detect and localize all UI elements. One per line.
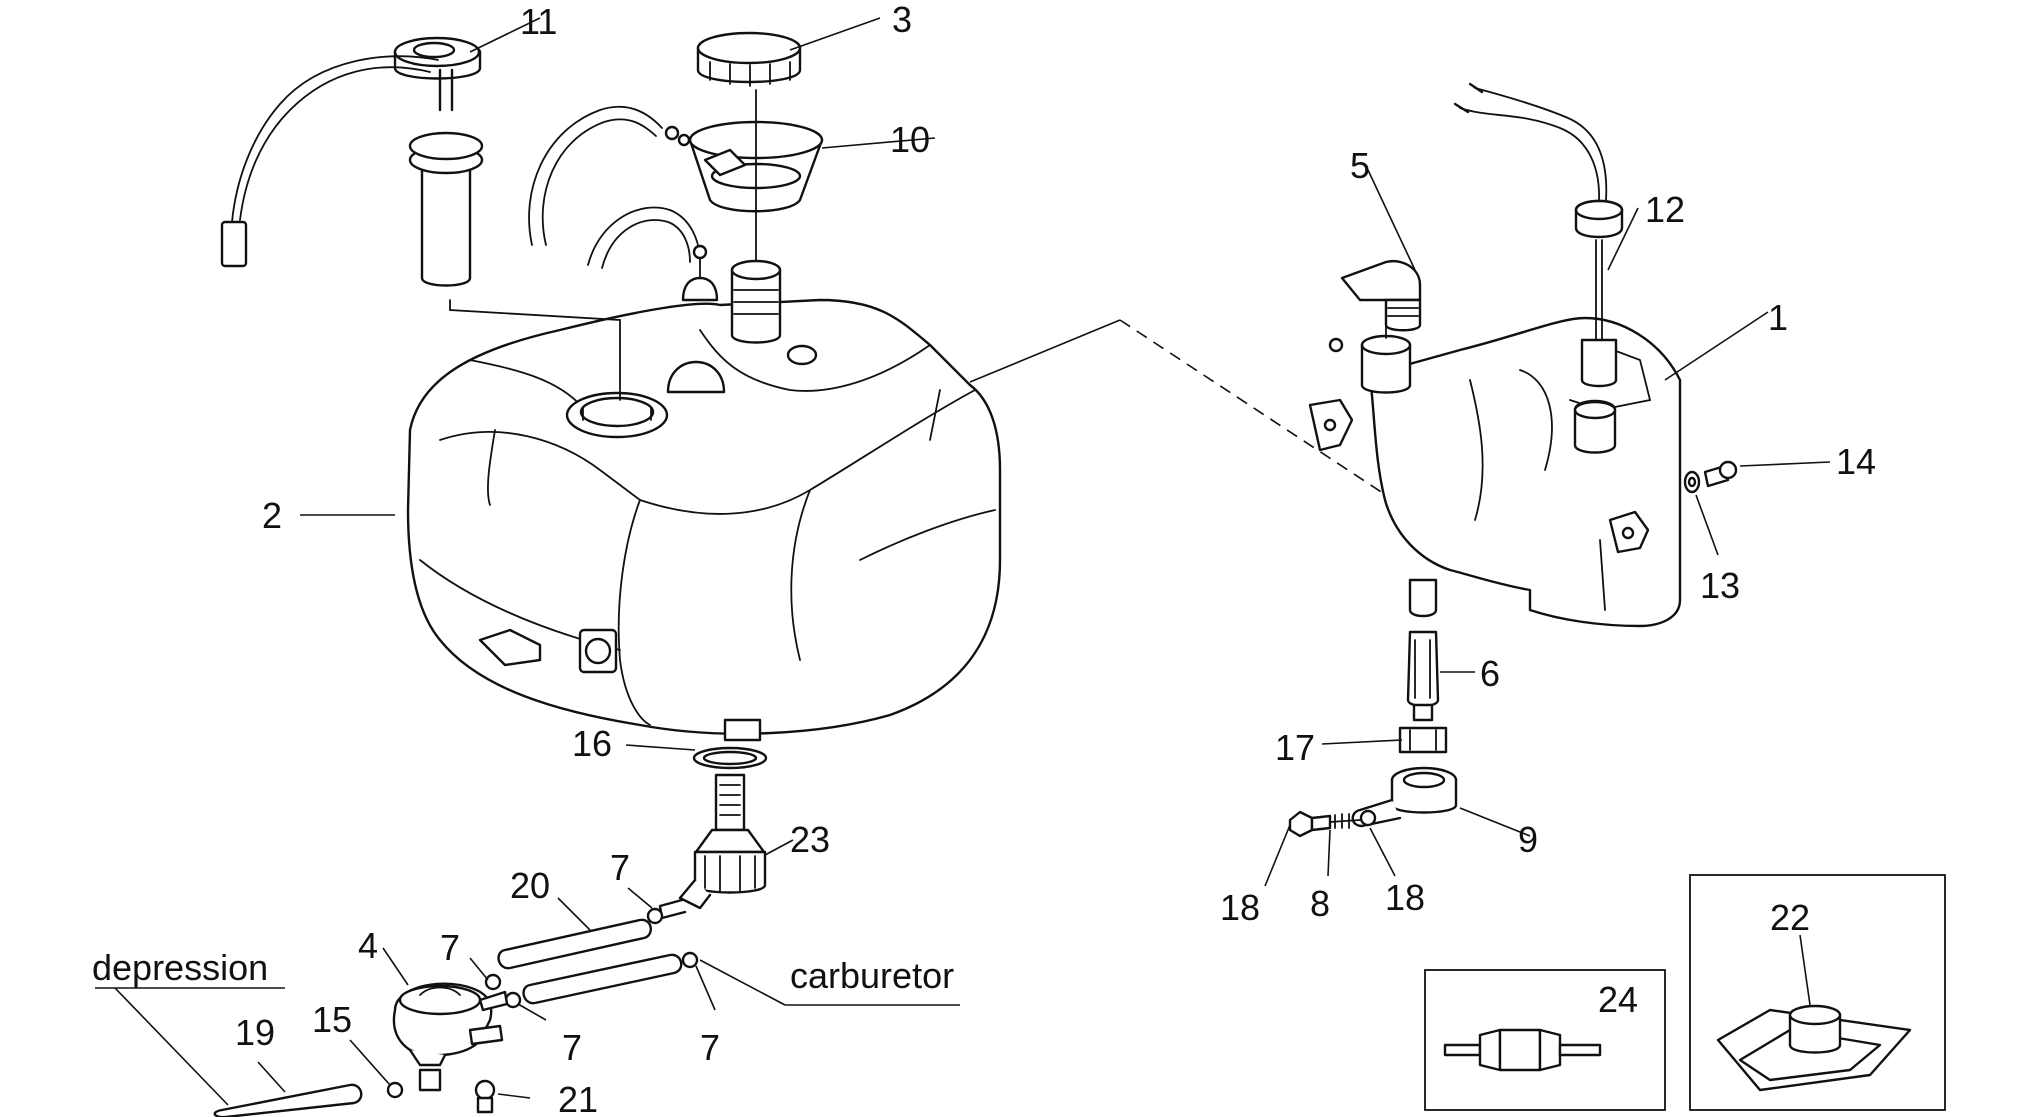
oil-level-sensor <box>1453 82 1624 388</box>
screw-and-washer <box>1683 460 1738 494</box>
fuel-gauge-sender <box>220 36 621 401</box>
filler-ring <box>688 89 824 261</box>
fuel-valve <box>658 773 767 920</box>
callout-20: 20 <box>510 865 550 906</box>
callout-5: 5 <box>1350 145 1370 186</box>
callout-24: 24 <box>1598 979 1638 1020</box>
callout-2: 2 <box>262 495 282 536</box>
callout-7-right: 7 <box>700 1027 720 1068</box>
oil-tank-cap <box>1328 259 1422 353</box>
callout-7-top: 7 <box>610 847 630 888</box>
callout-17: 17 <box>1275 727 1315 768</box>
callout-10: 10 <box>890 119 930 160</box>
oil-filter <box>1406 630 1440 722</box>
spring-clip-box <box>1689 874 1946 1111</box>
depression-hose <box>213 1083 363 1117</box>
vent-hoses <box>528 105 708 269</box>
callout-6: 6 <box>1480 653 1500 694</box>
callout-1: 1 <box>1768 297 1788 338</box>
callout-14: 14 <box>1836 441 1876 482</box>
callout-13: 13 <box>1700 565 1740 606</box>
callout-labels: 11 3 10 5 12 1 14 13 2 6 17 16 9 23 7 20… <box>235 0 1876 1117</box>
vacuum-fuel-pump <box>392 982 509 1092</box>
callout-22: 22 <box>1770 897 1810 938</box>
callout-12: 12 <box>1645 189 1685 230</box>
hose-clamp-17 <box>1398 726 1448 754</box>
callout-11: 11 <box>520 1 557 42</box>
callout-18-left: 18 <box>1220 887 1260 928</box>
leader-lines <box>95 17 1831 1106</box>
callout-9: 9 <box>1518 819 1538 860</box>
fuel-tank <box>406 259 1002 742</box>
callout-23: 23 <box>790 819 830 860</box>
inline-filter-box <box>1424 969 1666 1111</box>
callout-15: 15 <box>312 999 352 1040</box>
bolt-and-washers <box>1288 809 1377 838</box>
filler-cap <box>696 31 802 87</box>
tank-link-line <box>969 319 1121 383</box>
fuel-hoses <box>497 918 683 1005</box>
callout-21: 21 <box>558 1079 598 1117</box>
depression-label: depression <box>92 947 268 988</box>
carburetor-label: carburetor <box>790 955 954 996</box>
callout-7-left: 7 <box>440 927 460 968</box>
callout-8: 8 <box>1310 883 1330 924</box>
small-clip-15 <box>386 1081 404 1099</box>
callout-16: 16 <box>572 723 612 764</box>
oil-tank <box>1308 316 1682 628</box>
hose-clips <box>484 907 699 1009</box>
hose-clamp-16 <box>692 746 768 770</box>
callout-3: 3 <box>892 0 912 40</box>
callout-19: 19 <box>235 1012 275 1053</box>
callout-7-mid: 7 <box>562 1027 582 1068</box>
screw-21 <box>474 1079 496 1114</box>
callout-4: 4 <box>358 925 378 966</box>
callout-18-right: 18 <box>1385 877 1425 918</box>
